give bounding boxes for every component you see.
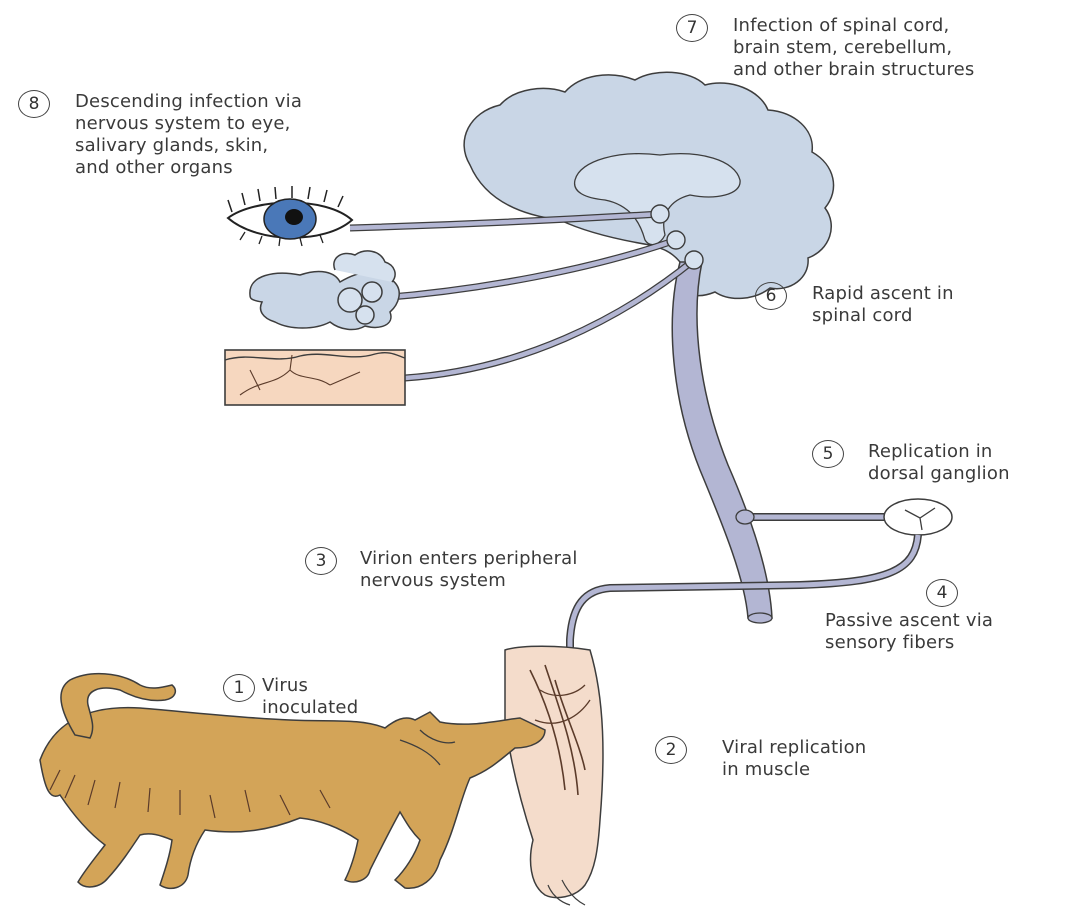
brain (464, 72, 833, 298)
step-7-line-3: and other brain structures (733, 59, 975, 81)
step-8-line-1: Descending infection via (75, 91, 302, 113)
step-2-line-2: in muscle (722, 759, 866, 781)
step-2-line-1: Viral replication (722, 737, 866, 759)
step-8-line-2: nervous system to eye, (75, 113, 302, 135)
step-label-4: Passive ascent via sensory fibers (825, 610, 993, 654)
step-3-line-2: nervous system (360, 570, 578, 592)
step-label-8: Descending infection via nervous system … (75, 91, 302, 179)
step-3-line-1: Virion enters peripheral (360, 548, 578, 570)
step-8-line-4: and other organs (75, 157, 302, 179)
step-1-line-2: inoculated (262, 697, 358, 719)
step-4-line-2: sensory fibers (825, 632, 993, 654)
step-number-8: 8 (18, 90, 50, 118)
step-8-line-3: salivary glands, skin, (75, 135, 302, 157)
spinal-cord (672, 262, 772, 623)
step-label-6: Rapid ascent in spinal cord (812, 283, 954, 327)
skin-section-illustration (225, 350, 405, 405)
eye-illustration (228, 186, 352, 246)
step-7-line-2: brain stem, cerebellum, (733, 37, 975, 59)
step-label-7: Infection of spinal cord, brain stem, ce… (733, 15, 975, 81)
step-number-4: 4 (926, 579, 958, 607)
step-6-line-2: spinal cord (812, 305, 954, 327)
salivary-gland-illustration (250, 251, 399, 330)
step-4-line-1: Passive ascent via (825, 610, 993, 632)
step-label-5: Replication in dorsal ganglion (868, 441, 1010, 485)
step-number-6: 6 (755, 282, 787, 310)
step-5-line-1: Replication in (868, 441, 1010, 463)
step-5-line-2: dorsal ganglion (868, 463, 1010, 485)
step-1-line-1: Virus (262, 675, 358, 697)
step-number-2: 2 (655, 736, 687, 764)
step-label-1: Virus inoculated (262, 675, 358, 719)
step-label-2: Viral replication in muscle (722, 737, 866, 781)
step-number-5: 5 (812, 440, 844, 468)
step-number-7: 7 (676, 14, 708, 42)
step-number-3: 3 (305, 547, 337, 575)
step-number-1: 1 (223, 674, 255, 702)
step-6-line-1: Rapid ascent in (812, 283, 954, 305)
step-label-3: Virion enters peripheral nervous system (360, 548, 578, 592)
step-7-line-1: Infection of spinal cord, (733, 15, 975, 37)
arm-illustration (505, 646, 603, 905)
dorsal-ganglion (736, 499, 952, 535)
